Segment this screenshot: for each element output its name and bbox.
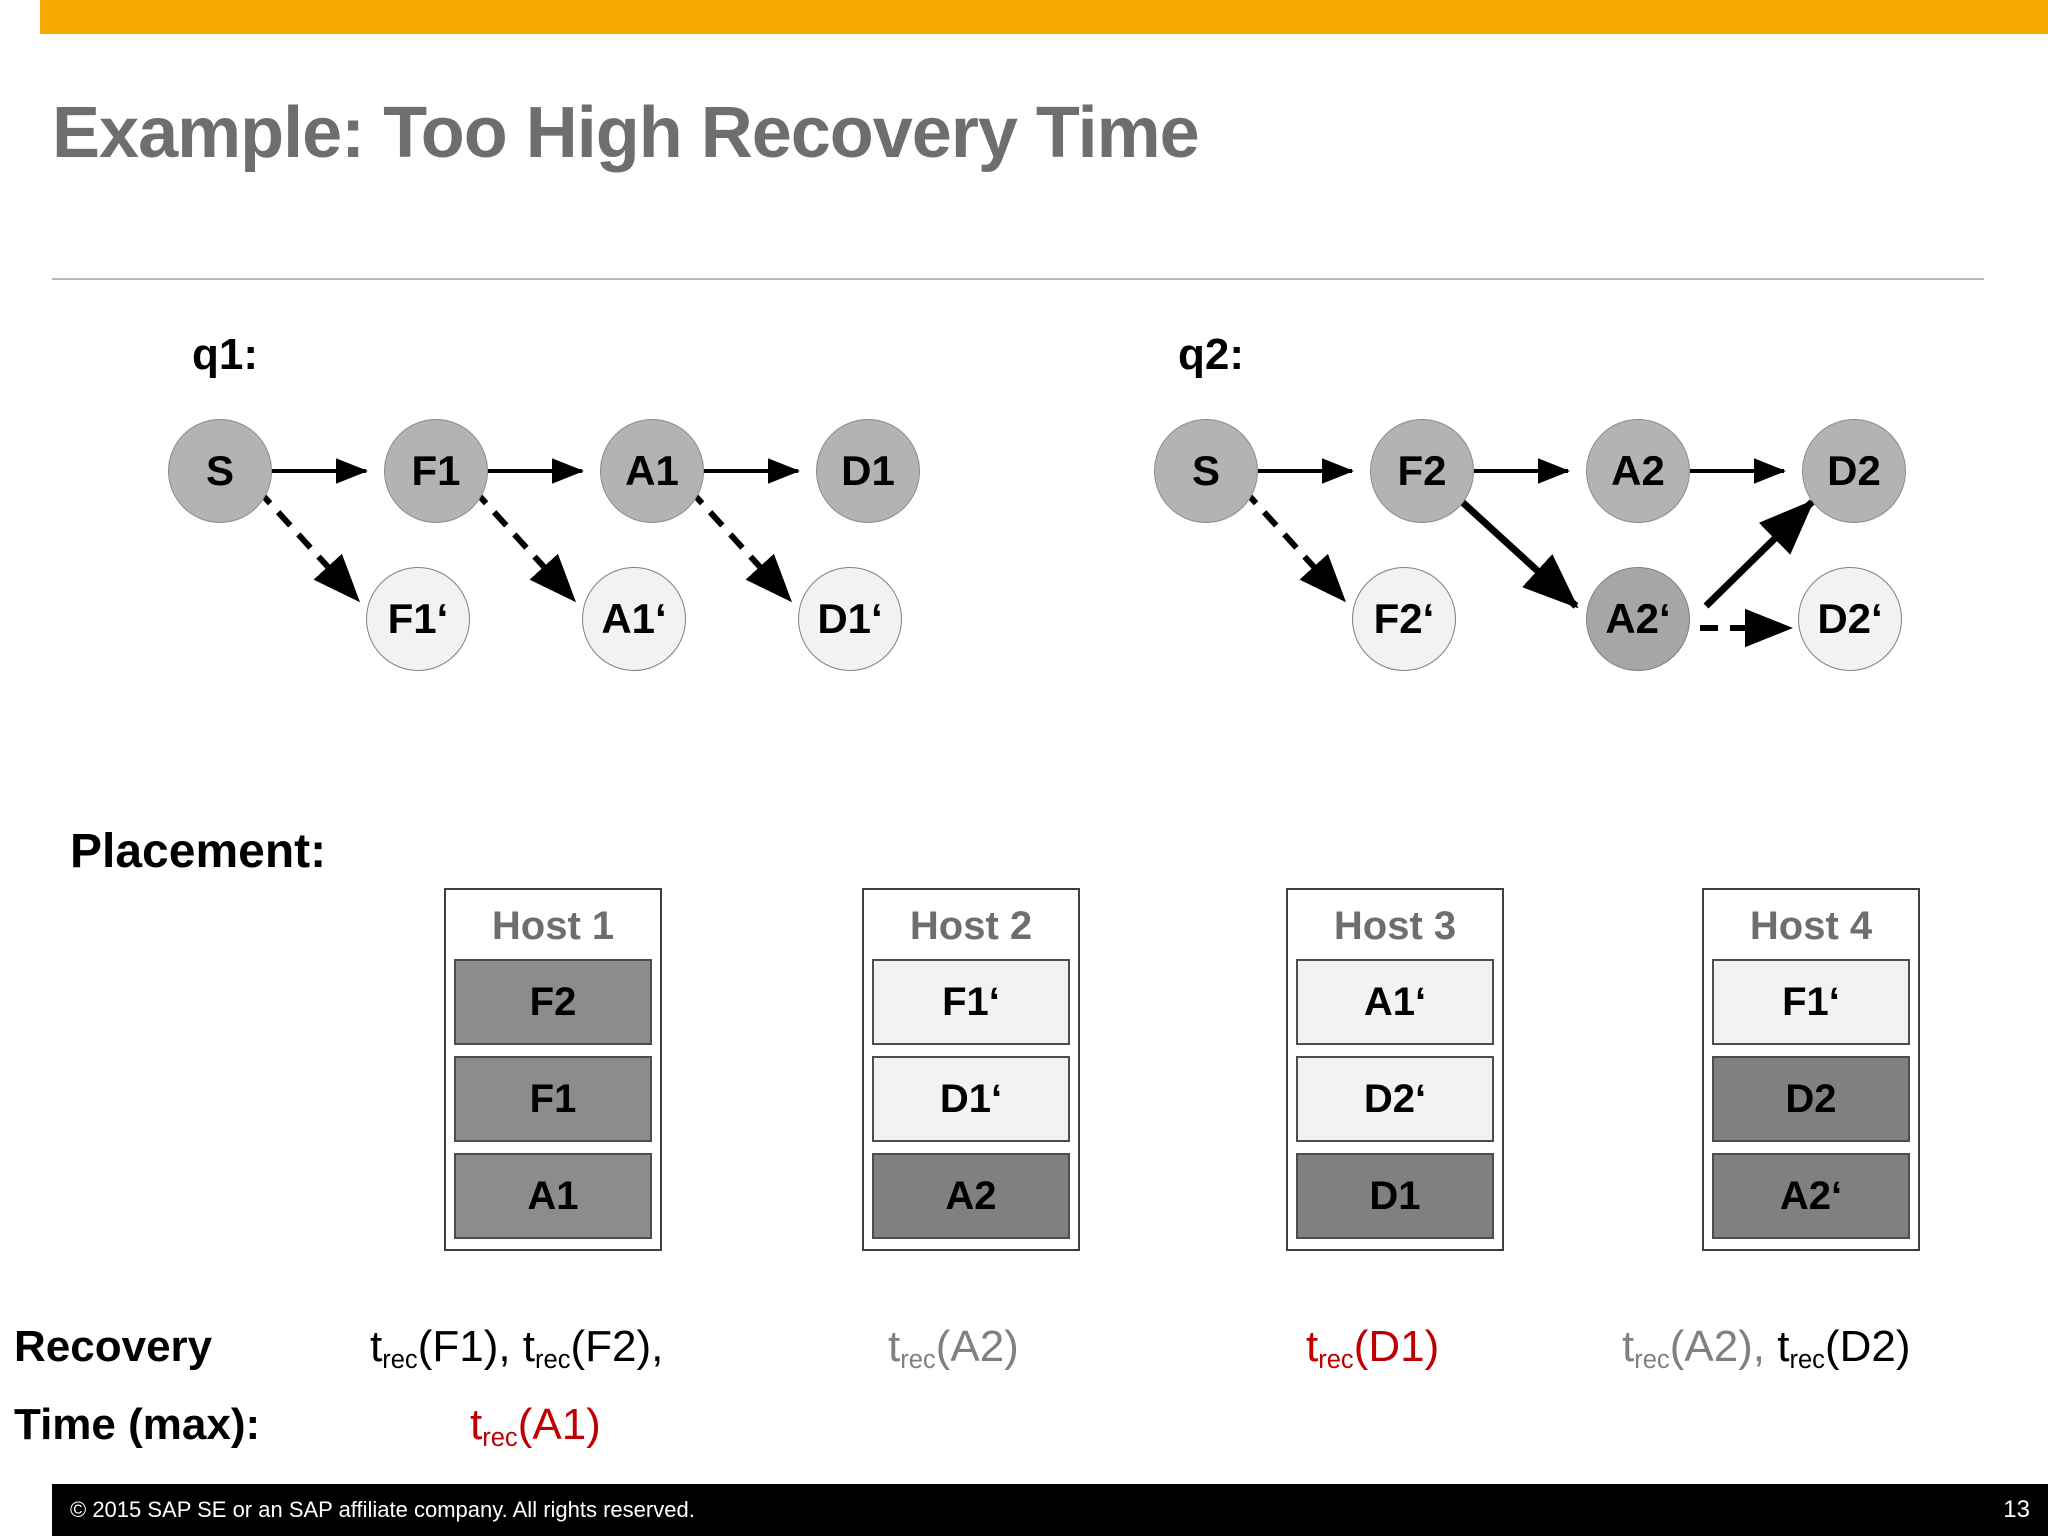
- top-accent-bar: [40, 0, 2048, 34]
- host-slot[interactable]: F1: [454, 1056, 652, 1142]
- graph-node-q1-d1-prime[interactable]: D1‘: [798, 567, 902, 671]
- recovery-cell-host3: trec(D1): [1306, 1322, 1440, 1375]
- graph-node-q2-a2[interactable]: A2: [1586, 419, 1690, 523]
- host-box-4[interactable]: Host 4 F1‘ D2 A2‘: [1702, 888, 1920, 1251]
- host-title: Host 1: [491, 904, 615, 948]
- graph-label-q1: q1:: [192, 330, 258, 379]
- host-title: Host 3: [1333, 904, 1457, 948]
- host-box-2[interactable]: Host 2 F1‘ D1‘ A2: [862, 888, 1080, 1251]
- recovery-cell-host2: trec(A2): [888, 1322, 1019, 1375]
- host-title: Host 2: [909, 904, 1033, 948]
- host-slot[interactable]: F1‘: [1712, 959, 1910, 1045]
- title-divider: [52, 278, 1984, 280]
- recovery-term: trec(A1): [470, 1400, 601, 1453]
- graph-node-q2-d2[interactable]: D2: [1802, 419, 1906, 523]
- host-slot[interactable]: A2‘: [1712, 1153, 1910, 1239]
- recovery-term: trec(A2): [888, 1322, 1019, 1375]
- recovery-term: trec(A2),: [1622, 1322, 1778, 1375]
- recovery-term: trec(F2),: [522, 1322, 664, 1375]
- host-title: Host 4: [1749, 904, 1873, 948]
- graph-node-q1-d1[interactable]: D1: [816, 419, 920, 523]
- host-slot[interactable]: D2‘: [1296, 1056, 1494, 1142]
- recovery-row-label-2: Time (max):: [14, 1400, 261, 1449]
- host-slot[interactable]: A1: [454, 1153, 652, 1239]
- page-title: Example: Too High Recovery Time: [52, 93, 1200, 173]
- recovery-cell-host4: trec(A2), trec(D2): [1622, 1322, 1911, 1375]
- host-slot[interactable]: D2: [1712, 1056, 1910, 1142]
- host-slot[interactable]: F2: [454, 959, 652, 1045]
- graph-node-q2-f2[interactable]: F2: [1370, 419, 1474, 523]
- graph-label-q2: q2:: [1178, 330, 1244, 379]
- host-box-1[interactable]: Host 1 F2 F1 A1: [444, 888, 662, 1251]
- recovery-cell-host1-line2: trec(A1): [470, 1400, 601, 1453]
- footer-copyright: © 2015 SAP SE or an SAP affiliate compan…: [70, 1497, 695, 1522]
- graph-node-q2-d2-prime[interactable]: D2‘: [1798, 567, 1902, 671]
- recovery-term: trec(D2): [1777, 1322, 1911, 1375]
- host-slot[interactable]: F1‘: [872, 959, 1070, 1045]
- footer-bar: © 2015 SAP SE or an SAP affiliate compan…: [52, 1484, 2048, 1536]
- footer-page-number: 13: [2003, 1496, 2030, 1523]
- graph-node-q1-s[interactable]: S: [168, 419, 272, 523]
- placement-label: Placement:: [70, 825, 327, 878]
- graph-node-q1-f1-prime[interactable]: F1‘: [366, 567, 470, 671]
- graph-node-q2-a2-prime[interactable]: A2‘: [1586, 567, 1690, 671]
- graph-node-q2-f2-prime[interactable]: F2‘: [1352, 567, 1456, 671]
- recovery-row-label-1: Recovery: [14, 1322, 213, 1371]
- host-slot[interactable]: A2: [872, 1153, 1070, 1239]
- host-slot[interactable]: A1‘: [1296, 959, 1494, 1045]
- graph-node-q1-a1[interactable]: A1: [600, 419, 704, 523]
- recovery-cell-host1-line1: trec(F1), trec(F2),: [370, 1322, 664, 1375]
- host-box-3[interactable]: Host 3 A1‘ D2‘ D1: [1286, 888, 1504, 1251]
- graph-node-q1-f1[interactable]: F1: [384, 419, 488, 523]
- host-slot[interactable]: D1‘: [872, 1056, 1070, 1142]
- recovery-term: trec(D1): [1306, 1322, 1440, 1375]
- graph-node-q1-a1-prime[interactable]: A1‘: [582, 567, 686, 671]
- host-slot[interactable]: D1: [1296, 1153, 1494, 1239]
- recovery-term: trec(F1),: [370, 1322, 523, 1375]
- graph-node-q2-s[interactable]: S: [1154, 419, 1258, 523]
